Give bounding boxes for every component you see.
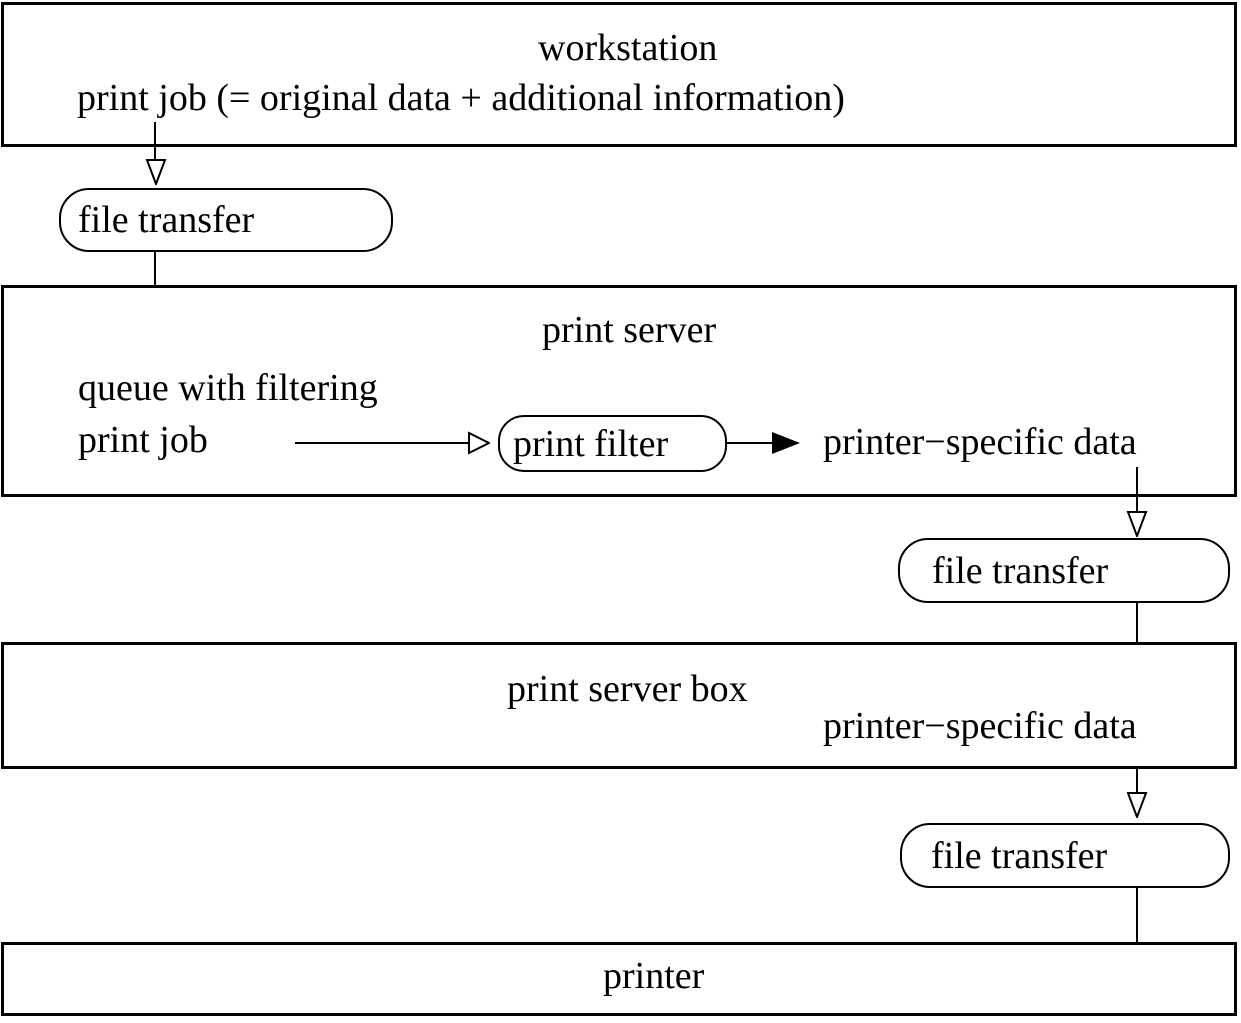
print-server-box-title: print server box <box>507 668 748 710</box>
arrowhead-solid-right-icon <box>772 432 800 454</box>
print-job-label: print job <box>78 419 208 461</box>
flow-line-workstation-to-transfer1 <box>154 122 156 160</box>
flow-line-transfer2-to-print-server-box <box>1136 603 1138 669</box>
printer-box <box>1 942 1237 1016</box>
flow-line-psb-to-transfer3 <box>1136 769 1138 794</box>
print-filter-node: print filter <box>498 415 727 472</box>
flow-line-transfer3-to-printer <box>1136 888 1138 950</box>
flow-line-filter-to-data <box>727 442 773 444</box>
flow-line-printjob-to-filter <box>295 442 469 444</box>
file-transfer-label: file transfer <box>78 199 255 241</box>
workstation-box <box>1 2 1237 147</box>
file-transfer-node-3: file transfer <box>900 823 1230 888</box>
queue-with-filtering-label: queue with filtering <box>78 367 378 409</box>
print-job-description-label: print job (= original data + additional … <box>77 77 845 119</box>
file-transfer-node-2: file transfer <box>898 538 1230 603</box>
printer-specific-data-label-2: printer−specific data <box>823 705 1137 747</box>
file-transfer-label: file transfer <box>932 549 1109 592</box>
print-filter-label: print filter <box>513 422 669 465</box>
arrowhead-hollow-down-icon <box>145 159 167 185</box>
arrowhead-hollow-down-icon <box>1126 511 1148 537</box>
file-transfer-node-1: file transfer <box>59 188 393 252</box>
flow-line-data-to-transfer2 <box>1136 467 1138 513</box>
arrowhead-hollow-right-icon <box>468 431 490 455</box>
printer-title: printer <box>603 955 705 997</box>
print-server-title: print server <box>542 309 717 351</box>
arrowhead-hollow-down-icon <box>1126 792 1148 818</box>
print-server-box-hardware <box>1 642 1237 769</box>
workstation-title: workstation <box>538 27 718 69</box>
file-transfer-label: file transfer <box>931 834 1108 877</box>
printer-specific-data-label-1: printer−specific data <box>823 421 1137 463</box>
